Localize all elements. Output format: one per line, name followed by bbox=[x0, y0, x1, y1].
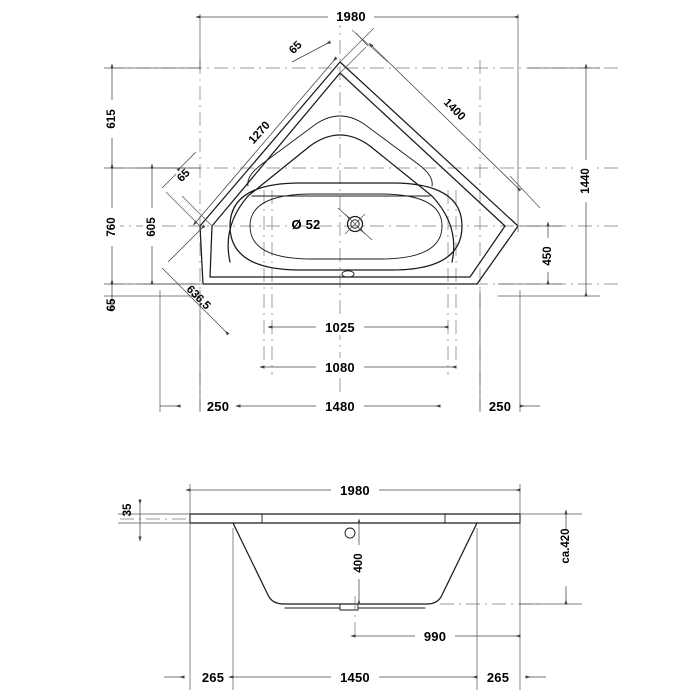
dim-label-250-right: 250 bbox=[489, 399, 511, 414]
dim-rim-65-top: 65 bbox=[287, 27, 375, 74]
dim-990: 990 bbox=[232, 528, 521, 690]
dim-1440: 1440 bbox=[498, 63, 600, 297]
dim-label-1270: 1270 bbox=[247, 119, 273, 146]
top-view-group: Ø 52 1980 65 1270 1400 bbox=[103, 8, 620, 414]
tub-rim-inner-outline bbox=[209, 72, 506, 278]
dim-diag-1270: 1270 bbox=[192, 56, 338, 226]
dim-65-upper-left: 65 bbox=[161, 151, 213, 227]
dim-label-636-5: 636,5 bbox=[184, 283, 213, 312]
dim-label-1980-side: 1980 bbox=[340, 483, 370, 498]
basin-inner-oval bbox=[249, 193, 443, 260]
dim-1025: 1025 bbox=[267, 318, 449, 335]
dim-diag-1400: 1400 bbox=[351, 29, 541, 209]
dim-overall-width-top: 1980 bbox=[195, 8, 519, 232]
dim-label-1480: 1480 bbox=[325, 399, 355, 414]
dim-label-250-left: 250 bbox=[207, 399, 229, 414]
dim-label-1400: 1400 bbox=[441, 97, 468, 124]
dim-label-65-bottom-left: 65 bbox=[106, 298, 118, 311]
dim-label-ca420: ca.420 bbox=[560, 528, 572, 563]
tub-outer-outline bbox=[199, 61, 519, 285]
overflow-slot bbox=[341, 270, 355, 278]
side-view-group: 1980 35 400 ca.420 99 bbox=[118, 481, 582, 690]
dim-label-265-right: 265 bbox=[487, 670, 509, 685]
dim-label-65-top: 65 bbox=[287, 39, 305, 57]
drain-symbol bbox=[337, 207, 373, 241]
drain-diameter-label: Ø 52 bbox=[292, 217, 321, 232]
dim-label-1080: 1080 bbox=[325, 360, 355, 375]
dim-label-450: 450 bbox=[542, 246, 554, 265]
dim-label-605: 605 bbox=[146, 217, 158, 237]
dim-636-5: 636,5 bbox=[161, 224, 230, 336]
dim-label-1980-top: 1980 bbox=[336, 9, 366, 24]
dim-35: 35 bbox=[118, 499, 190, 542]
dim-450: 450 bbox=[498, 221, 562, 285]
dim-1980-side: 1980 bbox=[185, 481, 521, 690]
dim-400: 400 bbox=[350, 518, 367, 605]
dim-label-265-left: 265 bbox=[202, 670, 224, 685]
side-rim-band bbox=[189, 513, 521, 524]
dim-label-65-upper-left: 65 bbox=[175, 167, 193, 185]
dim-605: 605 bbox=[143, 163, 196, 285]
dim-label-400: 400 bbox=[353, 553, 365, 572]
dim-bottom-row-side-view: 265 1450 265 bbox=[164, 668, 546, 685]
dim-label-1440: 1440 bbox=[580, 168, 592, 194]
dim-label-35: 35 bbox=[122, 503, 134, 516]
side-overflow-hole bbox=[344, 527, 356, 539]
dim-label-1450: 1450 bbox=[340, 670, 370, 685]
top-view-center-lines bbox=[110, 14, 620, 410]
dim-label-615: 615 bbox=[106, 109, 118, 129]
dim-label-990: 990 bbox=[424, 629, 446, 644]
side-tub-body bbox=[232, 522, 478, 611]
dim-label-760: 760 bbox=[106, 217, 118, 236]
dim-bottom-row-top-view: 250 1480 250 bbox=[159, 290, 540, 414]
dim-615: 615 bbox=[103, 63, 200, 169]
dim-1080: 1080 bbox=[259, 358, 457, 375]
dim-label-1025: 1025 bbox=[325, 320, 355, 335]
dim-65-bottom-left: 65 bbox=[104, 279, 200, 312]
dim-ca420: ca.420 bbox=[520, 509, 582, 605]
